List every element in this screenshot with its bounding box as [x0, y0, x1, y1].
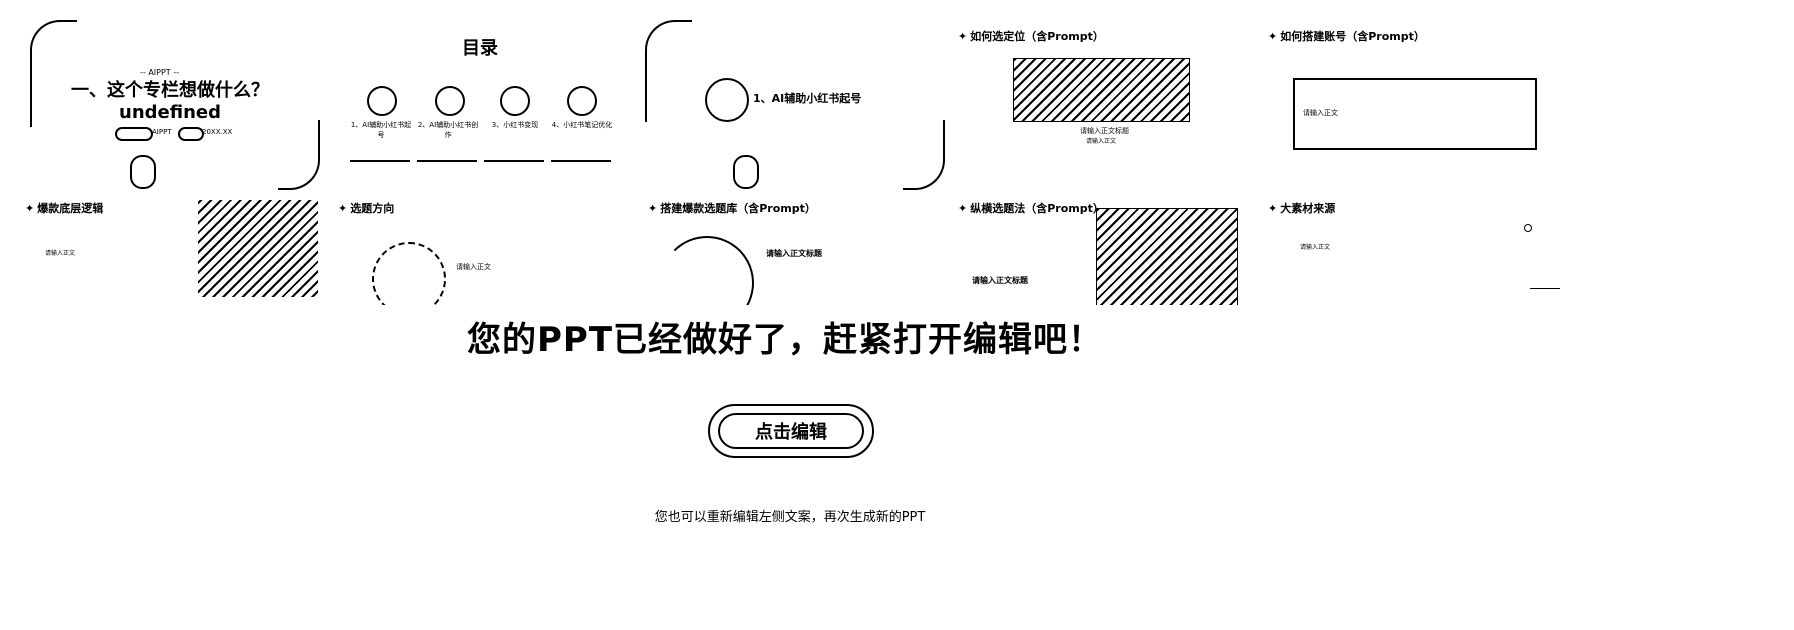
edit-button-inner: 点击编辑	[718, 413, 864, 449]
regenerate-note: 您也可以重新编辑左侧文案，再次生成新的PPT	[654, 510, 926, 525]
section-icon	[705, 78, 749, 122]
toc-item: 1、AI辅助小红书起号	[350, 121, 412, 139]
slide-thumb-10[interactable]: ✦大素材来源 请输入正文	[1268, 200, 1568, 305]
toc-underline	[417, 160, 477, 162]
pill-badge	[115, 127, 153, 141]
slide-title: ✦选题方向	[338, 202, 395, 215]
corner-decoration	[30, 20, 77, 127]
slide-caption: 请输入正文标题	[1080, 127, 1129, 135]
toc-icon	[435, 86, 465, 116]
slide-photo	[1096, 208, 1238, 305]
corner-decoration	[278, 120, 320, 190]
slide-graphic	[372, 242, 446, 305]
pill-badge	[178, 127, 204, 141]
toc-underline	[484, 160, 544, 162]
toc-icon	[500, 86, 530, 116]
pill-label: 20XX.XX	[202, 128, 233, 136]
edit-button-label: 点击编辑	[755, 422, 827, 443]
content-box: 请输入正文	[1293, 78, 1537, 150]
side-line	[1530, 288, 1560, 289]
slide-thumb-3[interactable]: 1、AI辅助小红书起号	[645, 20, 945, 190]
loop-decoration	[130, 155, 156, 189]
toc-item: 4、小红书笔记优化	[551, 121, 613, 129]
slide-title: ✦搭建爆款选题库（含Prompt）	[648, 202, 816, 215]
toc-item: 2、AI辅助小红书创作	[417, 121, 479, 139]
slide-tag: -- AIPPT --	[140, 68, 179, 77]
corner-decoration	[903, 120, 945, 190]
slide-thumb-6[interactable]: ✦爆款底层逻辑 请输入正文	[25, 200, 320, 305]
toc-title: 目录	[462, 38, 498, 59]
slide-body: 请输入正文	[1300, 244, 1331, 251]
slide-photo	[198, 200, 318, 297]
slide-title: ✦大素材来源	[1268, 202, 1336, 215]
toc-icon	[567, 86, 597, 116]
edit-button[interactable]: 点击编辑	[708, 404, 874, 458]
slide-body: 请输入正文	[45, 250, 76, 257]
toc-underline	[350, 160, 410, 162]
toc-item: 3、小红书变现	[491, 121, 539, 129]
pill-label: AIPPT	[152, 128, 172, 136]
slide-body: 请输入正文标题	[766, 249, 822, 258]
result-headline: 您的PPT已经做好了，赶紧打开编辑吧！	[466, 320, 1104, 360]
slide-thumb-1[interactable]: -- AIPPT -- 一、这个专栏想做什么？undefined AIPPT 2…	[20, 20, 320, 190]
section-title: 1、AI辅助小红书起号	[753, 92, 862, 105]
slide-title: ✦纵横选题法（含Prompt）	[958, 202, 1104, 215]
box-text: 请输入正文	[1303, 109, 1338, 117]
slide-thumb-7[interactable]: ✦选题方向 请输入正文	[338, 200, 628, 305]
loop-decoration	[733, 155, 759, 189]
slide-thumb-9[interactable]: ✦纵横选题法（含Prompt） 请输入正文标题	[958, 200, 1238, 305]
slide-thumb-5[interactable]: ✦如何搭建账号（含Prompt） 请输入正文	[1268, 28, 1548, 188]
slide-thumb-4[interactable]: ✦如何选定位（含Prompt） 请输入正文标题 请输入正文	[958, 28, 1228, 188]
slide-thumb-8[interactable]: ✦搭建爆款选题库（含Prompt） 请输入正文标题	[648, 200, 938, 305]
slide-body: 请输入正文	[456, 263, 491, 271]
slide-photo	[1013, 58, 1190, 122]
toc-underline	[551, 160, 611, 162]
toc-icon	[367, 86, 397, 116]
small-circle-icon	[1524, 224, 1532, 232]
slide-graphic	[660, 236, 754, 305]
corner-decoration	[645, 20, 692, 122]
slide-title: ✦如何搭建账号（含Prompt）	[1268, 30, 1425, 43]
slide-subcaption: 请输入正文	[1086, 138, 1117, 145]
slide-title: 一、这个专栏想做什么？undefined	[71, 80, 269, 123]
slide-title: ✦爆款底层逻辑	[25, 202, 104, 215]
slide-thumb-2[interactable]: 目录 1、AI辅助小红书起号 2、AI辅助小红书创作 3、小红书变现 4、小红书…	[345, 20, 615, 190]
slide-title: ✦如何选定位（含Prompt）	[958, 30, 1104, 43]
slide-body: 请输入正文标题	[972, 276, 1028, 285]
